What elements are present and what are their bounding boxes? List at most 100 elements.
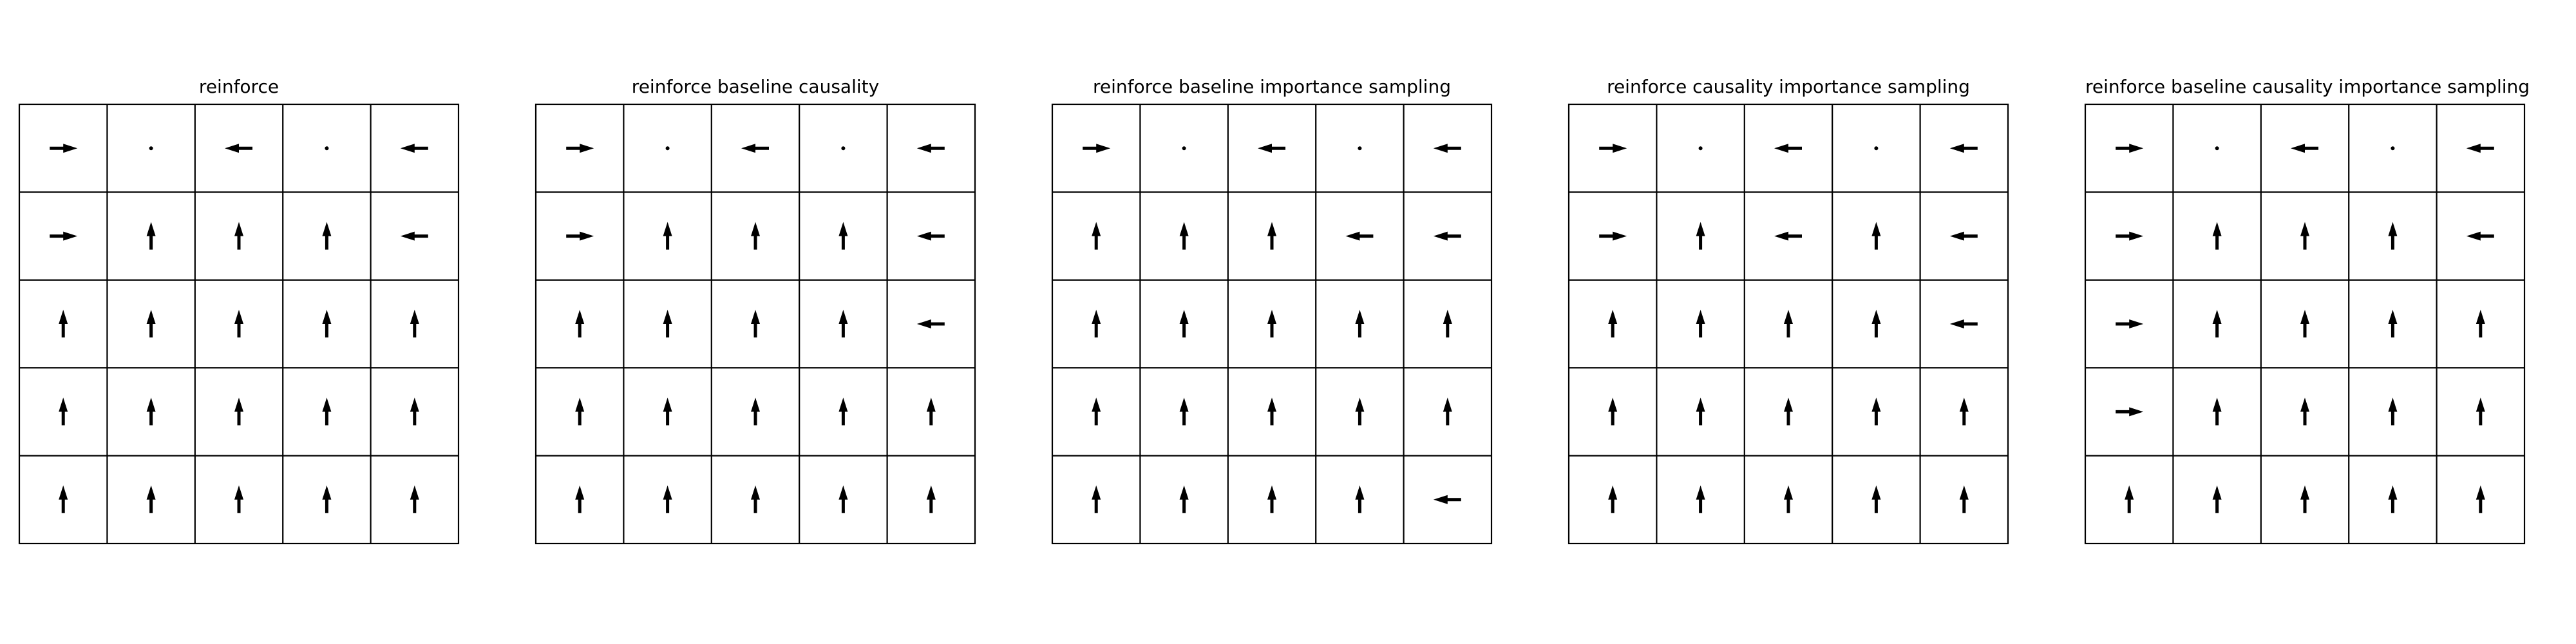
arrow-head xyxy=(234,485,243,500)
arrow-head xyxy=(2129,231,2144,241)
dot xyxy=(325,146,329,151)
dot xyxy=(1358,146,1362,151)
arrow-left-icon xyxy=(1433,144,1461,153)
arrow-up-icon xyxy=(1608,397,1618,426)
arrow-up-icon xyxy=(146,310,156,337)
arrow-up-icon xyxy=(2125,485,2134,513)
arrow-up-icon xyxy=(1179,310,1189,337)
arrow-up-icon xyxy=(59,485,68,513)
arrow-left-icon xyxy=(2466,231,2494,241)
arrow-head xyxy=(1871,397,1881,412)
arrow-right-icon xyxy=(1599,231,1627,241)
dot-icon xyxy=(1698,146,1703,151)
arrow-head xyxy=(1179,310,1189,324)
arrow-up-icon xyxy=(322,222,332,250)
arrow-up-icon xyxy=(1784,397,1793,426)
arrow-head xyxy=(1443,397,1452,412)
arrow-left-icon xyxy=(741,144,769,153)
arrow-up-icon xyxy=(2300,397,2309,426)
arrow-head xyxy=(59,310,68,324)
arrow-left-icon xyxy=(1949,319,1978,328)
arrow-head xyxy=(2300,222,2309,236)
arrow-up-icon xyxy=(410,397,419,426)
arrow-up-icon xyxy=(2476,310,2485,337)
arrow-head xyxy=(838,310,848,324)
arrow-head xyxy=(1871,222,1881,236)
arrow-head xyxy=(146,397,156,412)
arrow-up-icon xyxy=(663,485,672,513)
arrow-right-icon xyxy=(1599,144,1627,153)
arrow-left-icon xyxy=(916,231,945,241)
arrow-up-icon xyxy=(2300,310,2309,337)
arrow-up-icon xyxy=(2300,485,2309,513)
arrow-up-icon xyxy=(1267,485,1276,513)
arrow-head xyxy=(575,397,585,412)
arrow-head xyxy=(1096,144,1111,153)
arrow-right-icon xyxy=(50,144,78,153)
arrow-head xyxy=(1774,231,1788,241)
arrow-head xyxy=(1613,144,1627,153)
arrow-up-icon xyxy=(1267,310,1276,337)
arrow-up-icon xyxy=(1443,310,1452,337)
arrow-up-icon xyxy=(1608,310,1618,337)
arrow-head xyxy=(2300,397,2309,412)
dot-icon xyxy=(1182,146,1186,151)
arrow-up-icon xyxy=(59,397,68,426)
arrow-head xyxy=(663,222,672,236)
arrow-head xyxy=(916,319,931,328)
arrow-head xyxy=(1613,231,1627,241)
arrow-head xyxy=(400,231,415,241)
grid-frame xyxy=(18,103,460,545)
arrow-head xyxy=(1092,310,1101,324)
arrow-head xyxy=(1179,397,1189,412)
arrow-head xyxy=(1784,310,1793,324)
arrow-head xyxy=(1784,485,1793,500)
arrow-right-icon xyxy=(50,231,78,241)
arrow-up-icon xyxy=(1696,485,1705,513)
arrow-up-icon xyxy=(1784,310,1793,337)
dot-icon xyxy=(2215,146,2219,151)
arrow-head xyxy=(1959,485,1969,500)
arrow-left-icon xyxy=(400,231,428,241)
arrow-head xyxy=(322,310,332,324)
arrow-up-icon xyxy=(2212,485,2222,513)
arrow-up-icon xyxy=(1959,397,1969,426)
panel-title: reinforce baseline importance sampling xyxy=(1093,76,1451,97)
arrow-head xyxy=(59,397,68,412)
arrow-up-icon xyxy=(926,397,936,426)
panel-title: reinforce baseline causality importance … xyxy=(2085,76,2530,97)
arrow-head xyxy=(838,485,848,500)
arrow-left-icon xyxy=(1774,144,1802,153)
arrow-head xyxy=(1092,222,1101,236)
arrow-up-icon xyxy=(146,485,156,513)
arrow-up-icon xyxy=(663,310,672,337)
arrow-up-icon xyxy=(1696,222,1705,250)
arrow-head xyxy=(1949,319,1964,328)
arrow-head xyxy=(322,222,332,236)
arrow-up-icon xyxy=(1443,397,1452,426)
arrow-head xyxy=(2466,144,2481,153)
arrow-head xyxy=(1258,144,1272,153)
policy-grid xyxy=(535,103,976,545)
arrow-head xyxy=(741,144,755,153)
arrow-up-icon xyxy=(1871,222,1881,250)
arrow-up-icon xyxy=(1696,397,1705,426)
arrow-up-icon xyxy=(1092,397,1101,426)
arrow-up-icon xyxy=(1267,397,1276,426)
arrow-head xyxy=(1267,485,1276,500)
arrow-up-icon xyxy=(322,397,332,426)
arrow-up-icon xyxy=(1179,397,1189,426)
arrow-up-icon xyxy=(1179,222,1189,250)
arrow-up-icon xyxy=(1696,310,1705,337)
dot-icon xyxy=(149,146,153,151)
arrow-head xyxy=(63,144,78,153)
dot xyxy=(2391,146,2395,151)
arrow-up-icon xyxy=(2300,222,2309,250)
arrow-head xyxy=(838,397,848,412)
arrow-head xyxy=(1784,397,1793,412)
arrow-head xyxy=(663,310,672,324)
arrow-head xyxy=(400,144,415,153)
arrow-up-icon xyxy=(2212,397,2222,426)
